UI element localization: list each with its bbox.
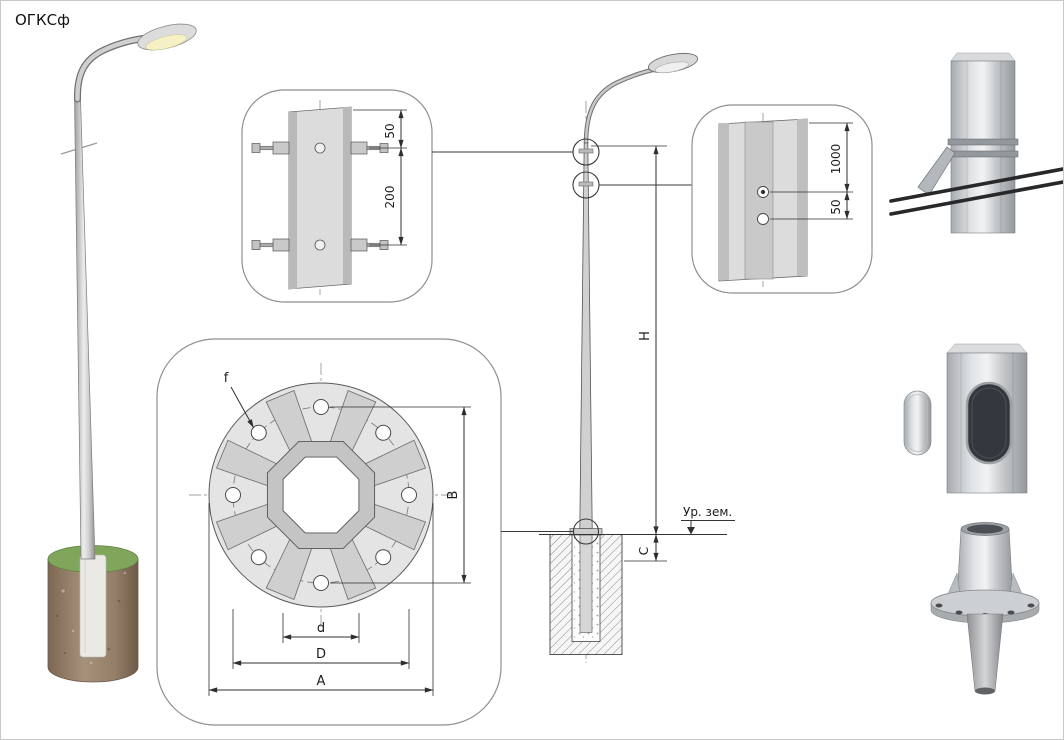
door-dimensions: 1000 50 [770,122,853,220]
lamp-arm-3d [73,23,197,103]
dim-label-H: H [638,331,653,341]
foundation-section [549,534,623,655]
ground-level-label: Ур. зем. [683,505,732,519]
dim-label-B: B [446,491,461,500]
detail-circle-upper [572,138,600,166]
flange-dimensions: f B d D A [208,371,471,696]
dim-label-50-top: 50 [383,123,397,138]
door-cover-3d [903,390,932,456]
detail-circle-base [572,518,600,545]
cable-upper [889,167,1063,203]
clamp-band-upper [947,138,1019,146]
center-octagon-hole [282,456,360,534]
foundation-sleeve [79,554,107,658]
streetlight-3d-render [47,23,197,683]
base-flange-3d-render [930,522,1040,695]
foundation-3d [47,545,139,683]
dim-label-1000: 1000 [829,144,843,175]
dim-label-C: C [637,547,651,555]
lamp-arm-elevation [583,52,699,146]
dim-label-D: D [316,647,326,662]
flange-detail-callout: f B d D A [156,338,502,726]
ground-level-symbol: Ур. зем. [681,505,735,535]
access-door-3d-render [903,343,1028,494]
lamp-lens-3d [145,34,187,51]
pole-section-view [288,106,352,290]
pole-elevation-drawing: Ур. зем. H C [539,52,735,663]
dim-label-A: A [317,674,326,689]
embed-dimension: C [624,534,667,562]
page-title: ОГКСф [15,11,70,29]
height-dimension: H [591,145,667,535]
fastener-hole-lower [757,213,769,225]
clamp-dimensions: 50 200 [353,109,407,246]
dim-label-200: 200 [383,186,397,209]
clamp-detail-callout: 50 200 [241,89,433,303]
flange-disc-3d [930,589,1040,617]
cable-suspension-3d-render [889,52,1063,234]
cable-lower [889,180,1063,216]
detail-circle-lower [572,171,600,199]
door-detail-callout: 1000 50 [691,104,873,294]
door-opening-3d [965,381,1013,465]
dim-label-f: f [224,371,229,386]
clamp-band-lower [947,150,1019,158]
dim-label-50-right: 50 [829,199,843,214]
dim-label-d: d [317,621,325,636]
embedded-pole-section [579,534,593,633]
